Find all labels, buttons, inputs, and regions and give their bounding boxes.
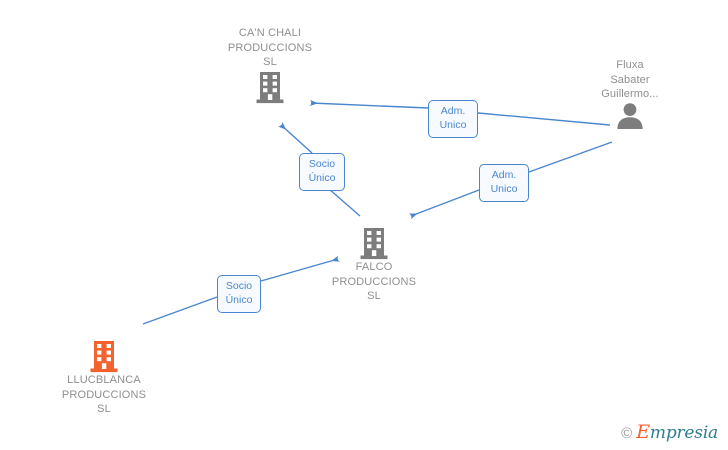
edge-falco-to-can-chali	[278, 122, 361, 217]
edge-label-socio-unico-can-chali[interactable]: Socio Único	[299, 153, 345, 191]
building-icon	[360, 228, 388, 260]
empresia-logo: Empresia	[636, 421, 718, 443]
building-icon	[256, 71, 284, 103]
edge-label-socio-unico-falco[interactable]: Socio Único	[217, 275, 261, 313]
edge-fluxa-to-falco	[408, 141, 613, 220]
building-icon	[90, 341, 118, 373]
person-icon	[617, 102, 643, 129]
empresia-watermark: © Empresia	[621, 421, 718, 443]
node-label-falco: FALCO PRODUCCIONS SL	[331, 261, 417, 302]
empresia-logo-initial: E	[636, 421, 650, 443]
edge-fluxa-to-can-chali	[309, 99, 611, 126]
node-llucblanca-produccions-sl[interactable]: LLUCBLANCA PRODUCCIONS SL	[24, 339, 184, 417]
node-fluxa-sabater-guillermo[interactable]: Fluxa Sabater Guillermo...	[550, 58, 710, 130]
node-can-chali-produccions-sl[interactable]: CA'N CHALI PRODUCCIONS SL	[190, 26, 350, 104]
node-label-llucblanca: LLUCBLANCA PRODUCCIONS SL	[61, 374, 147, 415]
edge-label-adm-unico-can-chali[interactable]: Adm. Unico	[428, 100, 478, 138]
node-label-can-chali: CA'N CHALI PRODUCCIONS SL	[227, 27, 313, 68]
edge-llucblanca-to-falco	[142, 255, 340, 325]
empresia-logo-text: mpresia	[649, 423, 718, 443]
edge-label-adm-unico-falco[interactable]: Adm. Unico	[479, 164, 529, 202]
copyright-icon: ©	[621, 424, 633, 442]
node-falco-produccions-sl[interactable]: FALCO PRODUCCIONS SL	[294, 226, 454, 304]
node-label-fluxa-sabater: Fluxa Sabater Guillermo...	[601, 59, 659, 100]
